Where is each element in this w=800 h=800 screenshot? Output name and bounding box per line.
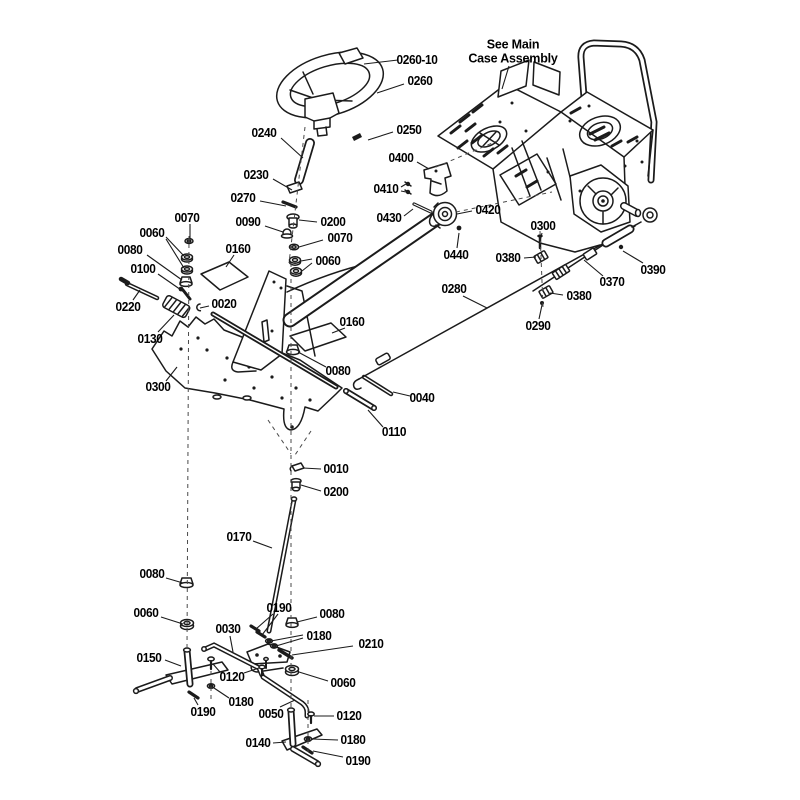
callout-0180-bottom-right: 0180 (340, 733, 366, 747)
callout-0060-left: 0060 (139, 226, 165, 240)
right-pedal-0140 (281, 707, 323, 768)
callout-0300-top: 0300 (530, 219, 556, 233)
bolt-0120-left (207, 656, 266, 676)
bushing-0200-lower (290, 477, 302, 492)
callout-0300-frame: 0300 (145, 380, 171, 394)
callout-0160-left: 0160 (225, 242, 251, 256)
decal-0160-right (289, 322, 347, 352)
callout-0060-right: 0060 (315, 254, 341, 268)
steering-shaft-parts (280, 138, 315, 277)
callout-0020: 0020 (211, 297, 237, 311)
callout-0420: 0420 (475, 203, 501, 217)
callout-0280: 0280 (441, 282, 467, 296)
callout-0190-top: 0190 (266, 601, 292, 615)
callout-0180-right: 0180 (306, 629, 332, 643)
speed-rod-0370 (532, 221, 642, 292)
callout-0060-bottom-left: 0060 (133, 606, 159, 620)
callout-0220: 0220 (115, 300, 141, 314)
spring-0130 (162, 295, 191, 319)
callout-0130: 0130 (137, 332, 163, 346)
callout-0150: 0150 (136, 651, 162, 665)
callout-0200-upper: 0200 (320, 215, 346, 229)
callout-0180-bottom-left: 0180 (228, 695, 254, 709)
bolt-0120-right (307, 711, 315, 725)
callout-0380-upper: 0380 (495, 251, 521, 265)
clip-0020 (196, 303, 202, 312)
handle-loop (577, 39, 658, 184)
washer-0060-bottom-right (284, 664, 300, 677)
support-tube (282, 210, 444, 328)
key-0250 (352, 133, 362, 141)
callout-0160-right: 0160 (339, 315, 365, 329)
callout-0270: 0270 (230, 191, 256, 205)
pin-0190-a (249, 624, 261, 633)
callout-0210: 0210 (358, 637, 384, 651)
leader-lines (132, 59, 644, 758)
callout-0410: 0410 (373, 182, 399, 196)
pivot-bearing-0420 (432, 201, 458, 229)
callout-0250: 0250 (396, 123, 422, 137)
pin-0430 (412, 202, 433, 214)
transmission-pulley (569, 164, 658, 233)
main-case-drawing (437, 39, 658, 253)
pin-0190-b (255, 630, 267, 639)
clevis-pin-0220 (118, 276, 160, 301)
callout-0010: 0010 (323, 462, 349, 476)
bar-0110 (343, 388, 377, 411)
callout-0400: 0400 (388, 151, 414, 165)
nut-0440 (456, 225, 462, 231)
callout-0120-right: 0120 (336, 709, 362, 723)
callout-0240: 0240 (251, 126, 277, 140)
callout-0140: 0140 (245, 736, 271, 750)
callout-0030: 0030 (215, 622, 241, 636)
see-main-case-note: See Main Case Assembly (468, 37, 558, 66)
rod-0030 (201, 642, 265, 678)
pin-0190-bottom-left (187, 690, 200, 700)
clip-0010 (289, 462, 305, 472)
callout-0290: 0290 (525, 319, 551, 333)
steering-wheel-drawing (275, 51, 385, 137)
callout-0080-left: 0080 (117, 243, 143, 257)
flange-nut-0080-bottom-right (285, 617, 299, 629)
callout-0120-left: 0120 (219, 670, 245, 684)
callout-0080-mid: 0080 (325, 364, 351, 378)
callout-0230: 0230 (243, 168, 269, 182)
callout-0190-bottom-right: 0190 (345, 754, 371, 768)
callout-0070-left: 0070 (174, 211, 200, 225)
callout-0080-bottom-left: 0080 (139, 567, 165, 581)
bracket-0400 (423, 162, 452, 197)
rod-0040 (361, 374, 394, 397)
callout-0430: 0430 (376, 211, 402, 225)
callout-0070-right: 0070 (327, 231, 353, 245)
screws-0410 (404, 181, 412, 195)
flange-nut-0080-mid (285, 344, 301, 356)
callout-0080-bottom-right: 0080 (319, 607, 345, 621)
callout-0110: 0110 (381, 425, 407, 439)
pin-0210 (277, 648, 294, 660)
callout-0390: 0390 (640, 263, 666, 277)
wheel-decal (338, 47, 364, 65)
left-hardware-column (178, 237, 194, 301)
rod-0050 (260, 674, 310, 719)
construction-lines (186, 126, 553, 756)
callout-0370: 0370 (599, 275, 625, 289)
callout-0040: 0040 (409, 391, 435, 405)
callout-0260: 0260 (407, 74, 433, 88)
callout-0380-lower: 0380 (566, 289, 592, 303)
callout-0200-lower: 0200 (323, 485, 349, 499)
callout-0050: 0050 (258, 707, 284, 721)
callout-0440: 0440 (443, 248, 469, 262)
washers-0180-right (264, 638, 279, 649)
shift-rod-0170 (266, 496, 298, 634)
callout-0190-bottom-left: 0190 (190, 705, 216, 719)
decal-0160-left (200, 261, 249, 291)
callout-0090: 0090 (235, 215, 261, 229)
callout-0060-bottom-right: 0060 (330, 676, 356, 690)
stabilizer-bar (210, 311, 339, 390)
callout-0170: 0170 (226, 530, 252, 544)
left-pedal-0150 (132, 647, 229, 695)
callout-0260-10: 0260-10 (396, 53, 438, 67)
callout-0100: 0100 (130, 262, 156, 276)
